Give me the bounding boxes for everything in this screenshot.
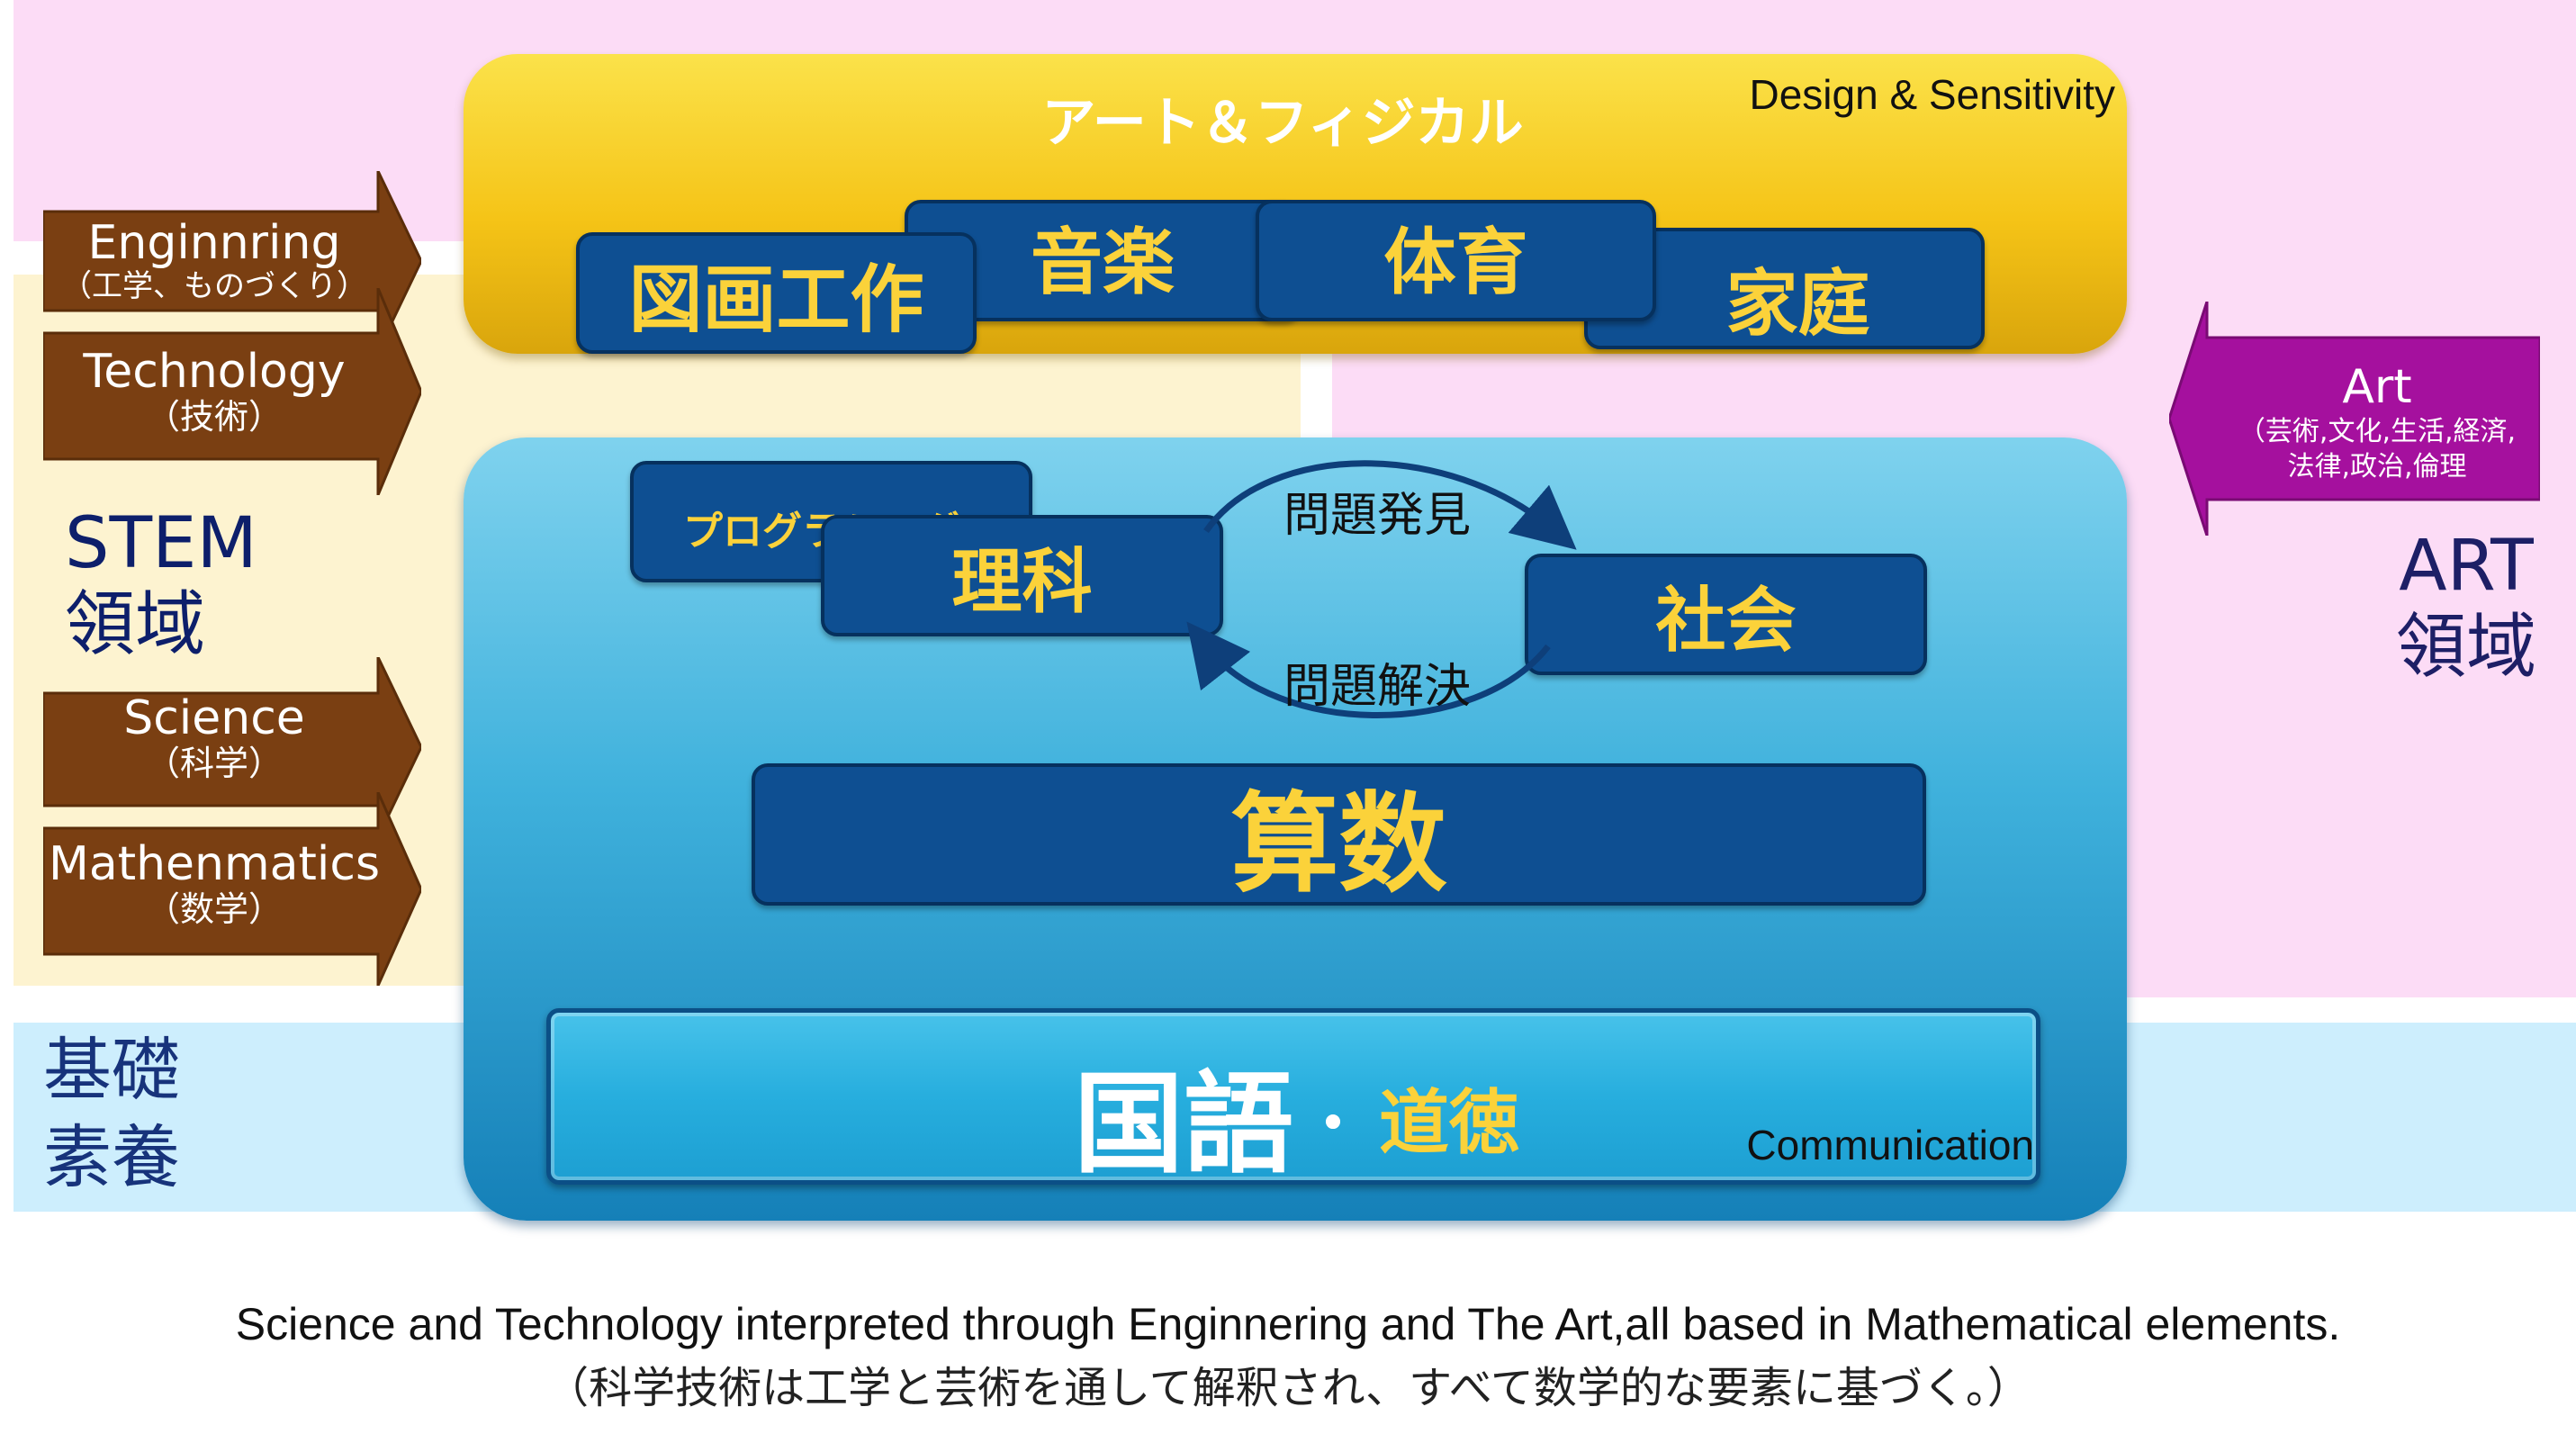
- subject-science: 理科: [821, 515, 1223, 636]
- stem-arrow-technology-label: Technology: [83, 344, 346, 399]
- art-arrow-sub-line1: （芸術,文化,生活,経済,: [2238, 415, 2517, 447]
- problem-cycle-arrows: [1186, 460, 1577, 718]
- art-arrow: Art （芸術,文化,生活,経済, 法律,政治,倫理: [2169, 302, 2540, 536]
- stem-arrow-science-label: Science: [123, 690, 305, 745]
- stem-arrow-science-sub: （科学）: [145, 743, 283, 783]
- problem-finding-label: 問題発見: [1283, 489, 1471, 543]
- stem-arrow-engineering-label: Enginnring: [87, 215, 341, 270]
- problem-solving-label: 問題解決: [1283, 660, 1471, 714]
- art-area-label: ART 領域: [2395, 526, 2536, 688]
- stem-arrow-engineering-sub: （工学、ものづくり）: [61, 268, 367, 305]
- caption-japanese: （科学技術は工学と芸術を通して解釈され、すべて数学的な要素に基づく。）: [545, 1363, 2031, 1413]
- right-arrow-icon: [43, 171, 421, 351]
- right-arrow-icon: [43, 792, 421, 986]
- stem-arrow-technology-sub: （技術）: [145, 396, 283, 437]
- art-arrow-sub-line2: 法律,政治,倫理: [2287, 450, 2467, 483]
- communication-label: Communication: [1746, 1122, 2034, 1168]
- art-arrow-label: Art: [2342, 360, 2412, 415]
- stem-arrow-science: Science （科学）: [43, 657, 421, 837]
- right-arrow-icon: [43, 657, 421, 837]
- design-sensitivity-label: Design & Sensitivity: [1749, 71, 2116, 118]
- left-arrow-icon: [2169, 302, 2540, 536]
- subject-society: 社会: [1525, 554, 1927, 675]
- subject-math: 算数: [752, 763, 1926, 907]
- stem-arrow-mathematics-sub: （数学）: [145, 889, 283, 930]
- stem-area-label: STEM 領域: [65, 503, 257, 665]
- caption-english: Science and Technology interpreted throu…: [235, 1299, 2341, 1349]
- stem-arrow-mathematics: Mathenmatics （数学）: [43, 792, 421, 986]
- subject-japanese-language-morals: [546, 1008, 2040, 1185]
- foundation-label: 基礎 素養: [43, 1030, 180, 1198]
- subject-arts-crafts: 図画工作: [576, 232, 977, 354]
- right-arrow-icon: [43, 288, 421, 495]
- stem-arrow-engineering: Enginnring （工学、ものづくり）: [43, 171, 421, 351]
- subject-morals: 道徳: [1378, 1083, 1519, 1164]
- subject-japanese-language: 国語: [1074, 1060, 1293, 1188]
- subject-physical-education: 体育: [1256, 200, 1656, 321]
- stem-arrow-technology: Technology （技術）: [43, 288, 421, 495]
- art-physical-title: アート＆フィジカル: [1041, 92, 1524, 155]
- stem-arrow-mathematics-label: Mathenmatics: [48, 837, 381, 892]
- separator-dot: ・: [1303, 1089, 1363, 1159]
